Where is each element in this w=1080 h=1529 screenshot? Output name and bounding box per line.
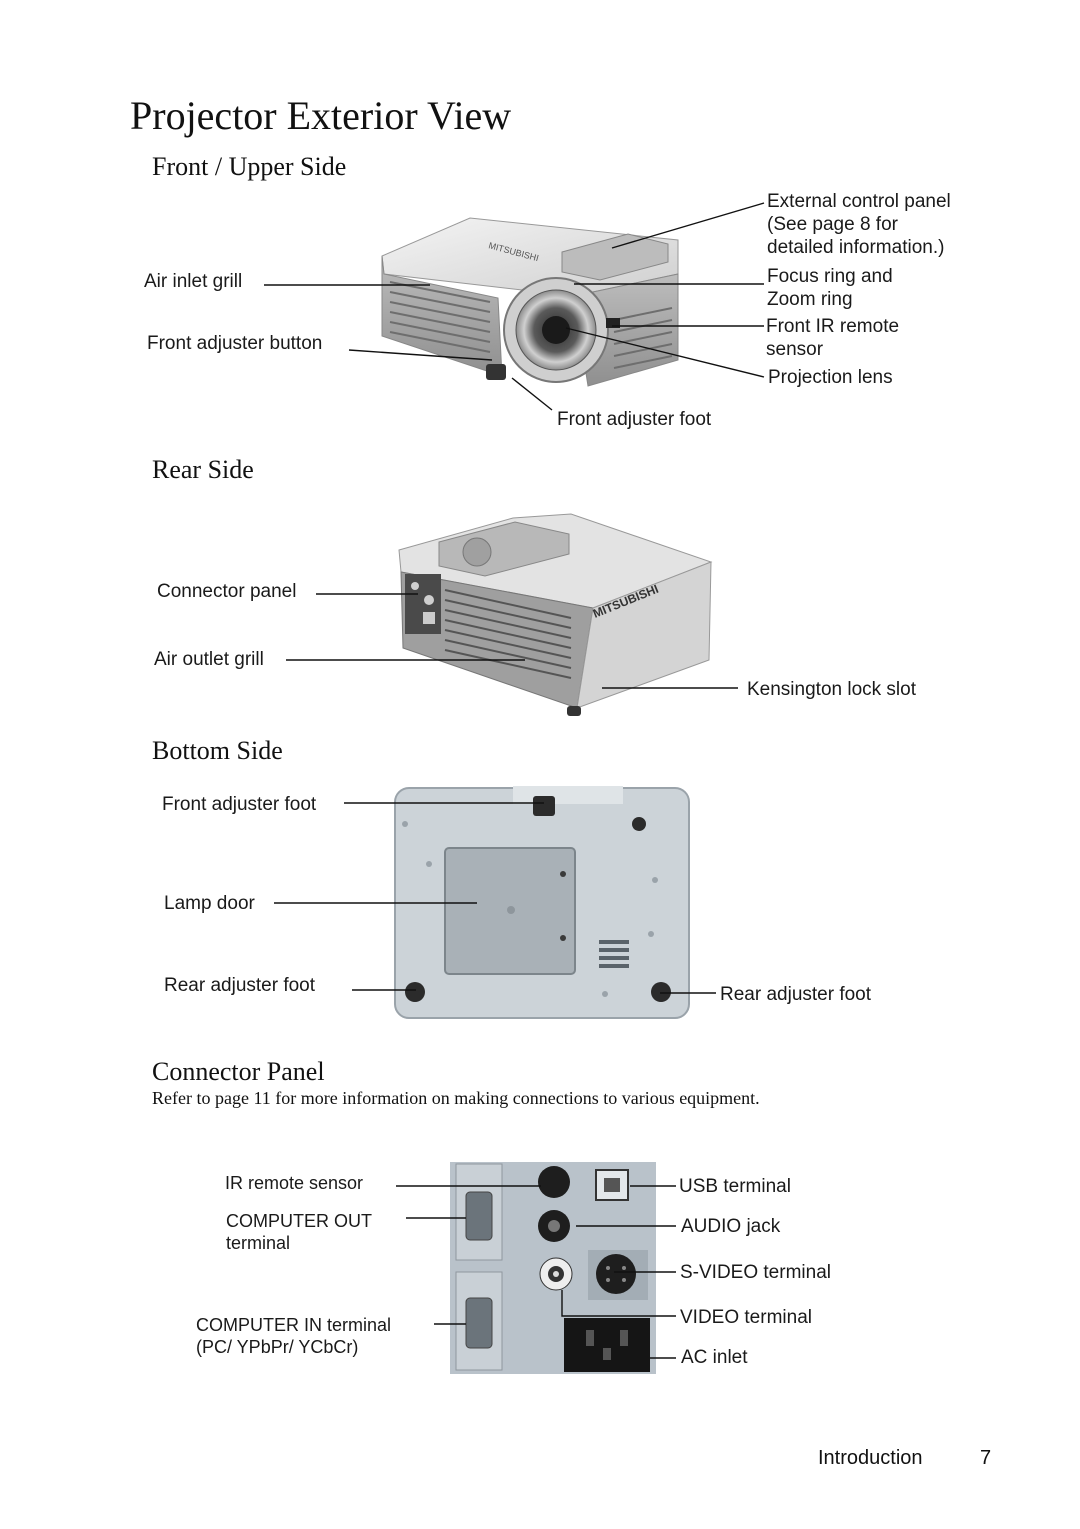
label-usb-terminal: USB terminal xyxy=(679,1176,791,1197)
projector-front-image: MITSUBISHI xyxy=(381,217,679,387)
label-ir-remote-sensor: IR remote sensor xyxy=(225,1173,364,1193)
label-computer-in: COMPUTER IN terminal (PC/ YPbPr/ YCbCr) xyxy=(196,1315,392,1357)
label-projection-lens: Projection lens xyxy=(768,367,893,388)
connector-intro-text: Refer to page 11 for more information on… xyxy=(152,1088,760,1108)
section-heading-bottom: Bottom Side xyxy=(152,736,283,765)
label-rear-adjuster-foot-right: Rear adjuster foot xyxy=(720,984,872,1005)
section-heading-front: Front / Upper Side xyxy=(152,152,347,181)
label-video-terminal: VIDEO terminal xyxy=(680,1307,812,1328)
label-kensington-lock-slot: Kensington lock slot xyxy=(747,679,916,700)
section-heading-connector: Connector Panel xyxy=(152,1057,325,1086)
label-air-inlet-grill: Air inlet grill xyxy=(144,271,243,292)
footer-page-number: 7 xyxy=(980,1447,992,1469)
section-heading-rear: Rear Side xyxy=(152,455,254,484)
footer-section-name: Introduction xyxy=(818,1447,923,1469)
projector-bottom-image xyxy=(394,786,690,1019)
page-title: Projector Exterior View xyxy=(130,93,512,138)
label-bottom-front-adjuster-foot: Front adjuster foot xyxy=(162,794,317,815)
label-audio-jack: AUDIO jack xyxy=(681,1216,781,1237)
label-svideo-terminal: S-VIDEO terminal xyxy=(680,1262,831,1283)
projector-rear-image: MITSUBISHI xyxy=(398,513,713,716)
label-air-outlet-grill: Air outlet grill xyxy=(154,649,264,670)
label-front-ir: Front IR remote sensor xyxy=(766,316,900,360)
label-focus-ring: Focus ring and Zoom ring xyxy=(767,266,893,310)
label-front-adjuster-foot: Front adjuster foot xyxy=(557,409,712,430)
label-rear-adjuster-foot-left: Rear adjuster foot xyxy=(164,975,316,996)
label-connector-panel: Connector panel xyxy=(157,581,297,602)
label-front-adjuster-button: Front adjuster button xyxy=(147,333,323,354)
connector-panel-image xyxy=(450,1162,656,1374)
label-external-control-panel: External control panel (See page 8 for d… xyxy=(767,191,951,258)
label-computer-out: COMPUTER OUT terminal xyxy=(226,1211,372,1253)
label-lamp-door: Lamp door xyxy=(164,893,255,914)
label-ac-inlet: AC inlet xyxy=(681,1347,748,1368)
